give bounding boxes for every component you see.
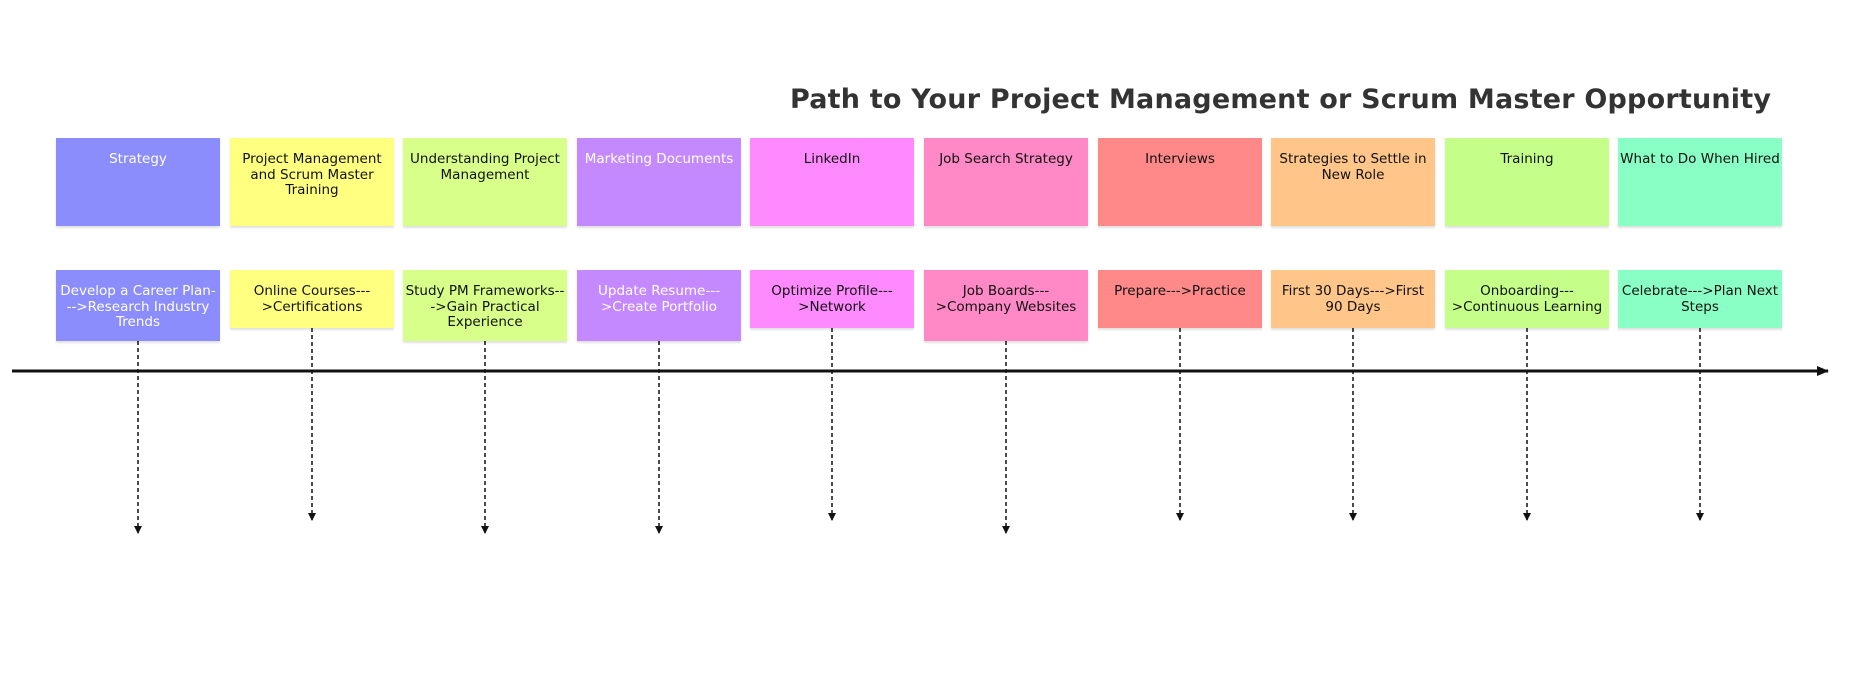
section-label: Understanding Project Management bbox=[410, 151, 560, 183]
section-label: LinkedIn bbox=[803, 151, 861, 167]
task-box: Update Resume--->Create Portfolio bbox=[577, 270, 741, 341]
task-label: Job Boards--->Company Websites bbox=[935, 283, 1077, 315]
section-box: What to Do When Hired bbox=[1618, 138, 1782, 226]
section-label: Training bbox=[1500, 151, 1554, 167]
task-box: Prepare--->Practice bbox=[1098, 270, 1262, 328]
task-label: First 30 Days--->First 90 Days bbox=[1281, 283, 1425, 315]
section-box: Interviews bbox=[1098, 138, 1262, 226]
task-label: Optimize Profile--->Network bbox=[771, 283, 893, 315]
task-box: Onboarding--->Continuous Learning bbox=[1445, 270, 1609, 328]
task-label: Develop a Career Plan--->Research Indust… bbox=[60, 283, 216, 330]
section-label: Job Search Strategy bbox=[939, 151, 1073, 167]
section-box: Project Management and Scrum Master Trai… bbox=[230, 138, 394, 226]
task-label: Update Resume--->Create Portfolio bbox=[598, 283, 720, 315]
section-box: Strategies to Settle in New Role bbox=[1271, 138, 1435, 226]
task-label: Study PM Frameworks--->Gain Practical Ex… bbox=[405, 283, 565, 330]
section-label: Strategy bbox=[109, 151, 167, 167]
section-label: Project Management and Scrum Master Trai… bbox=[242, 151, 382, 198]
task-box: Online Courses--->Certifications bbox=[230, 270, 394, 328]
task-box: Study PM Frameworks--->Gain Practical Ex… bbox=[403, 270, 567, 341]
task-label: Prepare--->Practice bbox=[1114, 283, 1246, 299]
task-label: Onboarding--->Continuous Learning bbox=[1451, 283, 1603, 315]
section-box: Training bbox=[1445, 138, 1609, 226]
section-box: LinkedIn bbox=[750, 138, 914, 226]
section-box: Marketing Documents bbox=[577, 138, 741, 226]
task-label: Online Courses--->Certifications bbox=[253, 283, 371, 315]
task-box: Develop a Career Plan--->Research Indust… bbox=[56, 270, 220, 341]
task-box: Celebrate--->Plan Next Steps bbox=[1618, 270, 1782, 328]
section-box: Job Search Strategy bbox=[924, 138, 1088, 226]
section-label: Strategies to Settle in New Role bbox=[1279, 151, 1427, 183]
task-box: First 30 Days--->First 90 Days bbox=[1271, 270, 1435, 328]
section-box: Strategy bbox=[56, 138, 220, 226]
task-box: Job Boards--->Company Websites bbox=[924, 270, 1088, 341]
section-label: Interviews bbox=[1145, 151, 1215, 167]
task-box: Optimize Profile--->Network bbox=[750, 270, 914, 328]
task-label: Celebrate--->Plan Next Steps bbox=[1621, 283, 1779, 315]
section-label: Marketing Documents bbox=[584, 151, 734, 167]
section-box: Understanding Project Management bbox=[403, 138, 567, 226]
diagram-title: Path to Your Project Management or Scrum… bbox=[790, 84, 1772, 115]
section-label: What to Do When Hired bbox=[1620, 151, 1780, 167]
